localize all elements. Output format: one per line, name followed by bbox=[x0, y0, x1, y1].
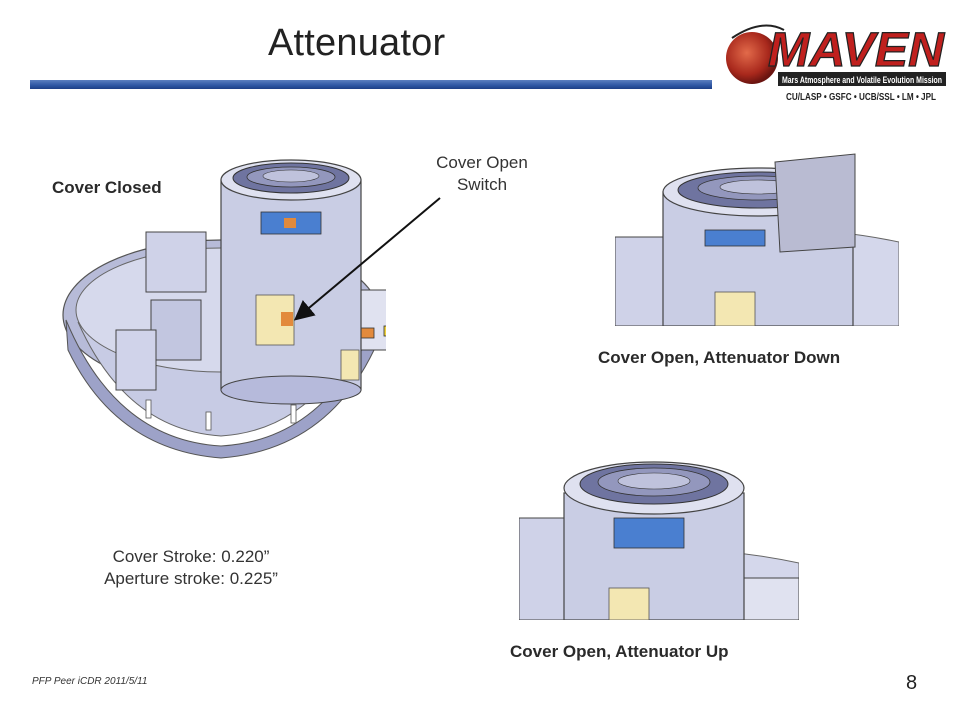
cover-closed-label: Cover Closed bbox=[52, 178, 162, 197]
stroke-specs: Cover Stroke: 0.220” Aperture stroke: 0.… bbox=[56, 546, 326, 590]
slide-footer: PFP Peer iCDR 2011/5/11 bbox=[32, 676, 148, 687]
cover-open-attenuator-up-label: Cover Open, Attenuator Up bbox=[510, 642, 729, 661]
aperture-stroke-text: Aperture stroke: 0.225” bbox=[104, 569, 278, 588]
title-underline-bar bbox=[30, 80, 712, 89]
switch-label-line2: Switch bbox=[456, 175, 508, 194]
cover-open-switch-label: Cover Open Switch bbox=[420, 152, 544, 196]
logo-subtitle: Mars Atmosphere and Volatile Evolution M… bbox=[782, 75, 942, 85]
maven-logo-graphic: MAVEN Mars Atmosphere and Volatile Evolu… bbox=[726, 23, 946, 103]
logo-partners: CU/LASP • GSFC • UCB/SSL • LM • JPL bbox=[786, 92, 936, 103]
switch-label-line1: Cover Open bbox=[436, 153, 528, 172]
cover-open-attenuator-up-image bbox=[519, 448, 799, 620]
mars-planet-icon bbox=[726, 32, 778, 84]
cover-stroke-text: Cover Stroke: 0.220” bbox=[112, 547, 270, 566]
maven-logo: MAVEN Mars Atmosphere and Volatile Evolu… bbox=[722, 8, 950, 108]
cover-open-attenuator-down-image bbox=[615, 152, 899, 326]
slide-title: Attenuator bbox=[268, 22, 446, 64]
cover-open-attenuator-down-label: Cover Open, Attenuator Down bbox=[598, 348, 841, 367]
page-number: 8 bbox=[906, 672, 918, 694]
logo-wordmark: MAVEN bbox=[768, 24, 945, 77]
cover-closed-image bbox=[56, 150, 386, 470]
